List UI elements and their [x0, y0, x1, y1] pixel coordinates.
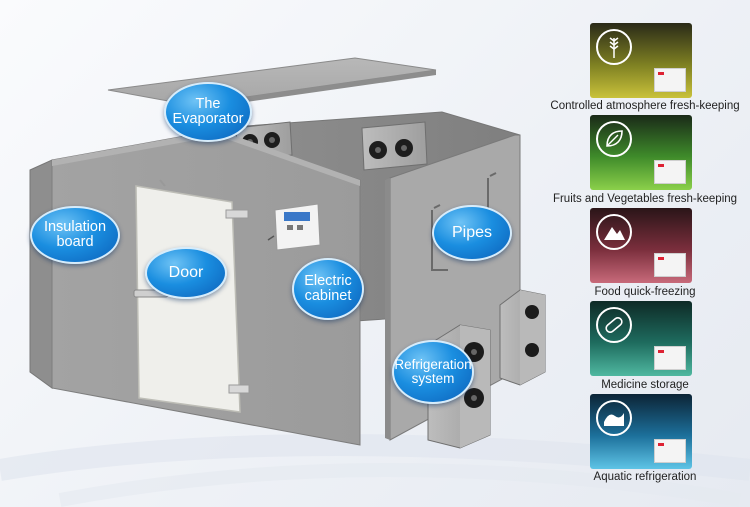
evaporator-unit-right	[361, 121, 428, 171]
wheat-icon	[596, 29, 632, 65]
pipes-label: Pipes	[451, 223, 493, 241]
pipes-bubble: Pipes	[432, 205, 512, 261]
refrigeration-label-line1: Refrigeration	[394, 356, 472, 372]
door-bubble: Door	[145, 247, 227, 299]
app-panel-medicine-storage	[590, 301, 692, 376]
app-label-medicine-storage: Medicine storage	[601, 379, 689, 391]
app-panel-aquatic	[590, 394, 692, 469]
electric-cabinet	[267, 203, 321, 251]
app-panel-controlled-atmosphere	[590, 23, 692, 98]
app-label-quick-freezing: Food quick-freezing	[594, 286, 696, 298]
insulation-label-line1: Insulation	[43, 218, 107, 235]
evaporator-label-line1: The	[195, 95, 221, 112]
roof-panel	[107, 57, 437, 110]
app-label-fruits-vegetables: Fruits and Vegetables fresh-keeping	[552, 193, 738, 205]
cold-room-thumbnail	[654, 346, 686, 370]
app-panel-quick-freezing	[590, 208, 692, 283]
refrigeration-system-bubble: Refrigeration system	[392, 340, 474, 404]
insulation-label-line2: board	[56, 234, 94, 250]
mountain-icon	[596, 214, 632, 250]
electric-label-line2: cabinet	[304, 288, 352, 304]
wave-icon	[596, 400, 632, 436]
insulation-board-bubble: Insulation board	[30, 206, 120, 264]
evaporator-bubble: The Evaporator	[164, 82, 252, 142]
cold-room-thumbnail	[654, 68, 686, 92]
door-label: Door	[168, 263, 204, 281]
evaporator-label-line2: Evaporator	[172, 111, 244, 127]
electric-label-line1: Electric	[304, 272, 352, 289]
app-panel-fruits-vegetables	[590, 115, 692, 190]
app-label-controlled-atmosphere: Controlled atmosphere fresh-keeping	[550, 100, 740, 112]
cold-room-thumbnail	[654, 160, 686, 184]
refrigeration-unit-rear	[499, 289, 546, 386]
left-side-wall	[29, 159, 53, 389]
leaf-icon	[596, 121, 632, 157]
refrigeration-label-line2: system	[411, 371, 455, 386]
electric-cabinet-bubble: Electric cabinet	[292, 258, 364, 320]
cold-room-thumbnail	[654, 253, 686, 277]
cold-room-thumbnail	[654, 439, 686, 463]
app-label-aquatic: Aquatic refrigeration	[593, 471, 697, 483]
capsule-icon	[596, 307, 632, 343]
